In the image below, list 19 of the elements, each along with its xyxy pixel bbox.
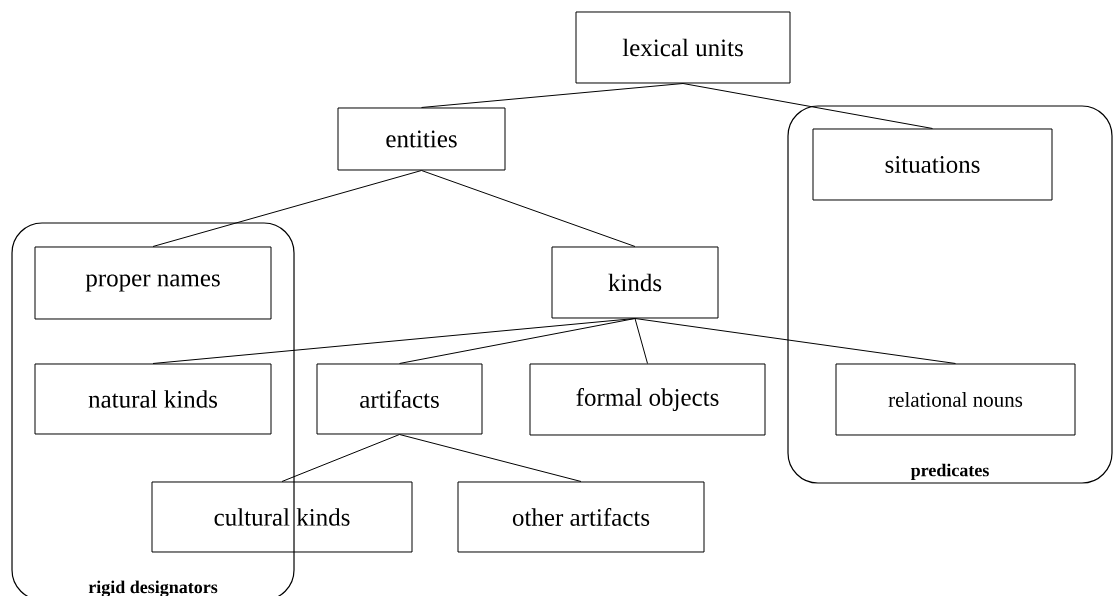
connector-line bbox=[421, 170, 636, 247]
category-box: entities bbox=[337, 107, 506, 171]
category-box: artifacts bbox=[316, 363, 483, 435]
category-box: relational nouns bbox=[835, 363, 1076, 436]
category-box: cultural kinds bbox=[151, 481, 413, 553]
connector-line bbox=[152, 170, 422, 247]
category-box: formal objects bbox=[529, 363, 766, 436]
category-box: lexical units bbox=[575, 11, 791, 84]
category-box: natural kinds bbox=[34, 363, 272, 435]
connector-line bbox=[399, 318, 636, 364]
category-box: kinds bbox=[551, 246, 719, 319]
connector-line bbox=[634, 318, 648, 364]
connector-line bbox=[421, 83, 684, 108]
connector-line bbox=[682, 83, 933, 129]
connector-line bbox=[634, 318, 956, 364]
category-box: other artifacts bbox=[457, 481, 705, 553]
category-box: proper names bbox=[34, 246, 272, 320]
category-box: situations bbox=[812, 128, 1053, 201]
connector-line bbox=[399, 434, 582, 482]
